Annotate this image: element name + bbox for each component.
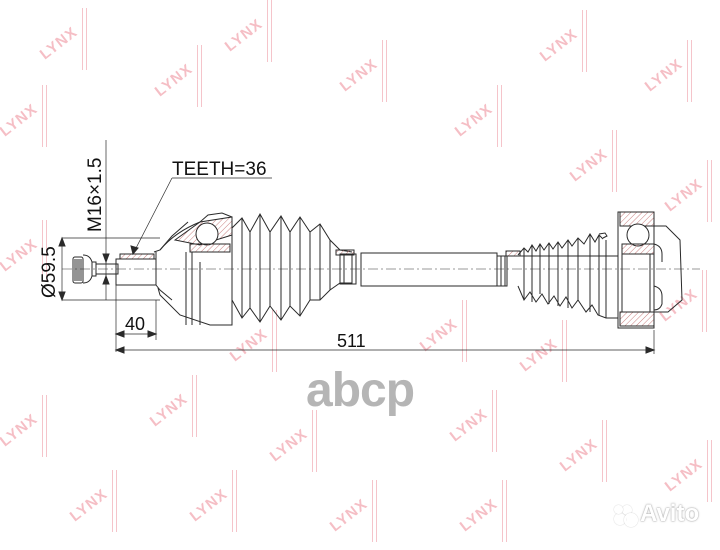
teeth-leader xyxy=(130,177,272,256)
avito-logo-icon xyxy=(614,505,638,527)
spline-length-dimension xyxy=(114,285,158,352)
wheel-bolt xyxy=(72,254,119,284)
spline-length-label: 40 xyxy=(125,314,146,334)
diameter-dimension xyxy=(58,236,160,302)
abcp-watermark: abcp xyxy=(306,364,415,417)
intermediate-shaft xyxy=(339,252,508,287)
avito-label: Avito xyxy=(640,500,700,527)
overall-length-label: 511 xyxy=(337,331,366,351)
avito-watermark: Avito xyxy=(614,500,699,528)
teeth-count-label: TEETH=36 xyxy=(172,159,267,180)
diameter-label: Ø59.5 xyxy=(39,246,60,298)
inner-cv-joint xyxy=(617,211,683,329)
outer-boot xyxy=(231,212,355,323)
outer-spline-stub xyxy=(115,221,189,301)
overall-length-dimension xyxy=(114,330,656,354)
outer-cv-joint xyxy=(157,212,233,326)
inner-boot xyxy=(505,232,618,319)
thread-dimension xyxy=(102,140,110,300)
thread-size-label: M16×1.5 xyxy=(85,157,106,232)
